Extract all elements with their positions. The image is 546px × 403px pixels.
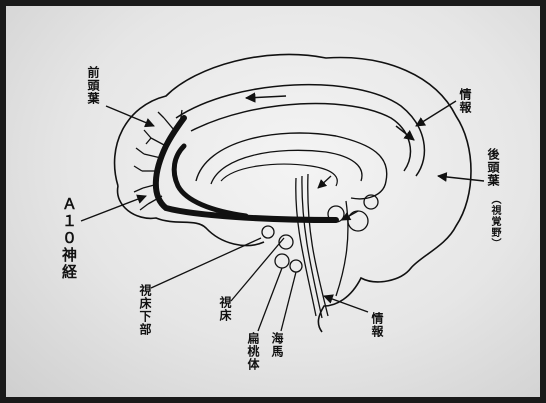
label-amygdala: 扁桃体: [246, 332, 260, 371]
limbic-loop-core: [221, 164, 337, 186]
label-info-bottom: 情報: [370, 312, 384, 338]
corpus-callosum-outer: [176, 85, 424, 176]
label-prefrontal: 前頭葉: [86, 66, 100, 105]
label-info-top: 情報: [458, 88, 472, 114]
leader-info-top: [416, 101, 456, 126]
callosum-arrow-right: [396, 126, 414, 140]
label-visual-field: （視覚野）: [488, 194, 500, 249]
nucleus-6: [290, 260, 302, 272]
label-occipital: 後頭葉: [486, 148, 500, 187]
nucleus-5: [275, 254, 289, 268]
label-hypothalamus: 視床下部: [138, 284, 152, 336]
arrow-upper-fibre: [318, 176, 331, 188]
leader-hypothalamus: [151, 238, 261, 288]
brain-diagram-figure: 前頭葉 情報 後頭葉 （視覚野） Ａ１０神経 視床下部 視床 扁桃体 海馬 情報: [6, 6, 540, 397]
label-hippocampus: 海馬: [270, 332, 284, 358]
a10-pathway-branch: [174, 146, 246, 216]
nucleus-2: [348, 211, 368, 231]
leader-hippocampus: [281, 272, 296, 331]
brainstem-outline: [336, 201, 348, 296]
brainstem-fibre-3: [308, 174, 328, 316]
limbic-loop-inner: [211, 150, 362, 184]
leader-occipital: [438, 176, 484, 181]
brain-outline: [115, 54, 471, 332]
label-thalamus: 視床: [218, 296, 232, 322]
nucleus-3: [262, 226, 274, 238]
leader-a10: [81, 196, 146, 221]
label-a10-nerve: Ａ１０神経: [60, 196, 77, 281]
leader-prefrontal: [106, 106, 154, 126]
corpus-callosum-inner: [191, 103, 410, 171]
leader-amygdala: [258, 268, 282, 331]
callosum-arrow-left: [246, 96, 286, 98]
